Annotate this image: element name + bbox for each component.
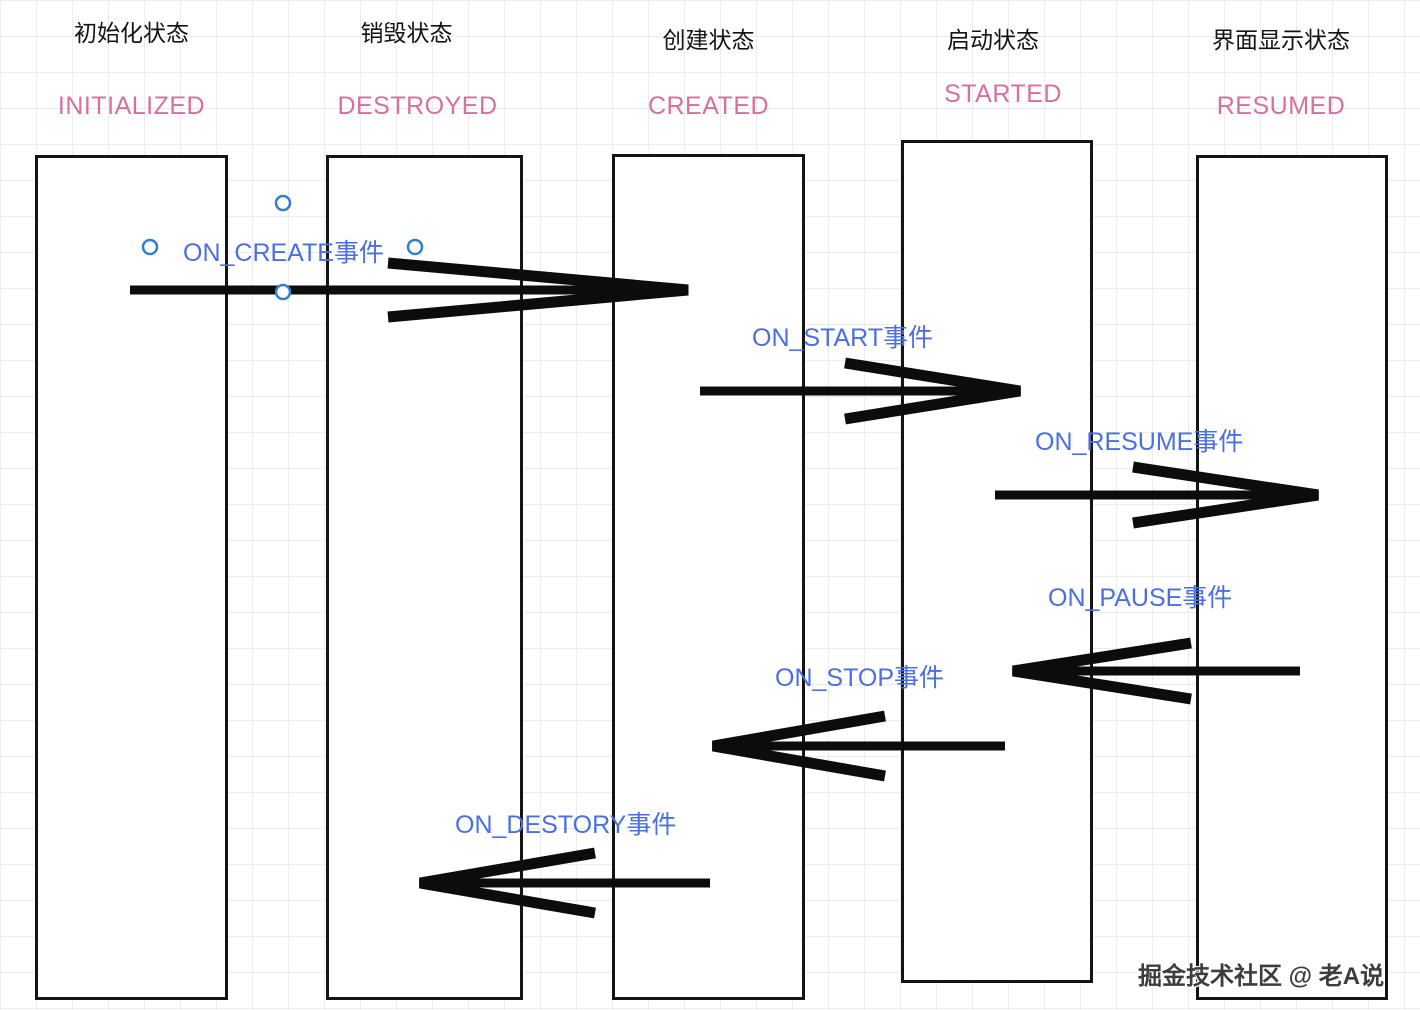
lane-title-created: 创建状态 [662, 27, 755, 53]
arrow-on-pause[interactable] [1012, 637, 1300, 705]
state-label-started: STARTED [944, 80, 1062, 108]
selection-handle[interactable] [274, 194, 292, 212]
arrow-on-destory[interactable] [419, 847, 710, 919]
watermark: 掘金技术社区 @ 老A说 [1138, 963, 1385, 990]
lane-started[interactable] [901, 140, 1093, 983]
selection-handle[interactable] [406, 238, 424, 256]
state-label-resumed: RESUMED [1216, 92, 1346, 120]
state-label-initialized: INITIALIZED [57, 92, 206, 120]
selection-handle[interactable] [141, 238, 159, 256]
lane-title-started: 启动状态 [947, 27, 1039, 53]
lane-title-resumed: 界面显示状态 [1212, 27, 1350, 53]
lane-destroyed[interactable] [326, 155, 523, 1000]
lane-title-destroyed: 销毁状态 [360, 20, 453, 46]
arrow-on-stop[interactable] [712, 710, 1005, 782]
state-label-created: CREATED [647, 92, 770, 120]
lane-title-initialized: 初始化状态 [74, 20, 189, 46]
arrow-on-start[interactable] [700, 357, 1021, 425]
lane-resumed[interactable] [1196, 155, 1388, 1000]
selection-handle[interactable] [274, 283, 292, 301]
state-label-destroyed: DESTROYED [337, 92, 498, 120]
arrow-on-resume[interactable] [995, 461, 1319, 529]
lane-initialized[interactable] [35, 155, 228, 1000]
arrow-on-create[interactable] [130, 257, 689, 323]
